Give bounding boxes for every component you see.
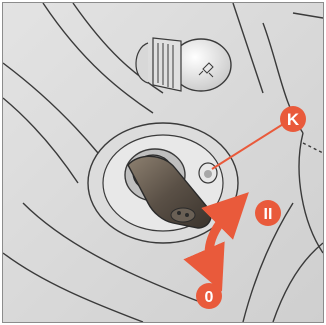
callout-position-ii-label: II — [264, 206, 273, 223]
callout-position-0-label: 0 — [205, 289, 214, 306]
callout-k-label: K — [287, 110, 300, 129]
ignition-illustration: K II 0 — [3, 3, 323, 322]
key-indicator-lamp — [199, 163, 217, 183]
callout-position-ii: II — [255, 200, 281, 226]
ignition-illustration-frame: K II 0 — [2, 2, 324, 323]
callout-k: K — [280, 106, 306, 132]
callout-position-0: 0 — [196, 283, 222, 309]
